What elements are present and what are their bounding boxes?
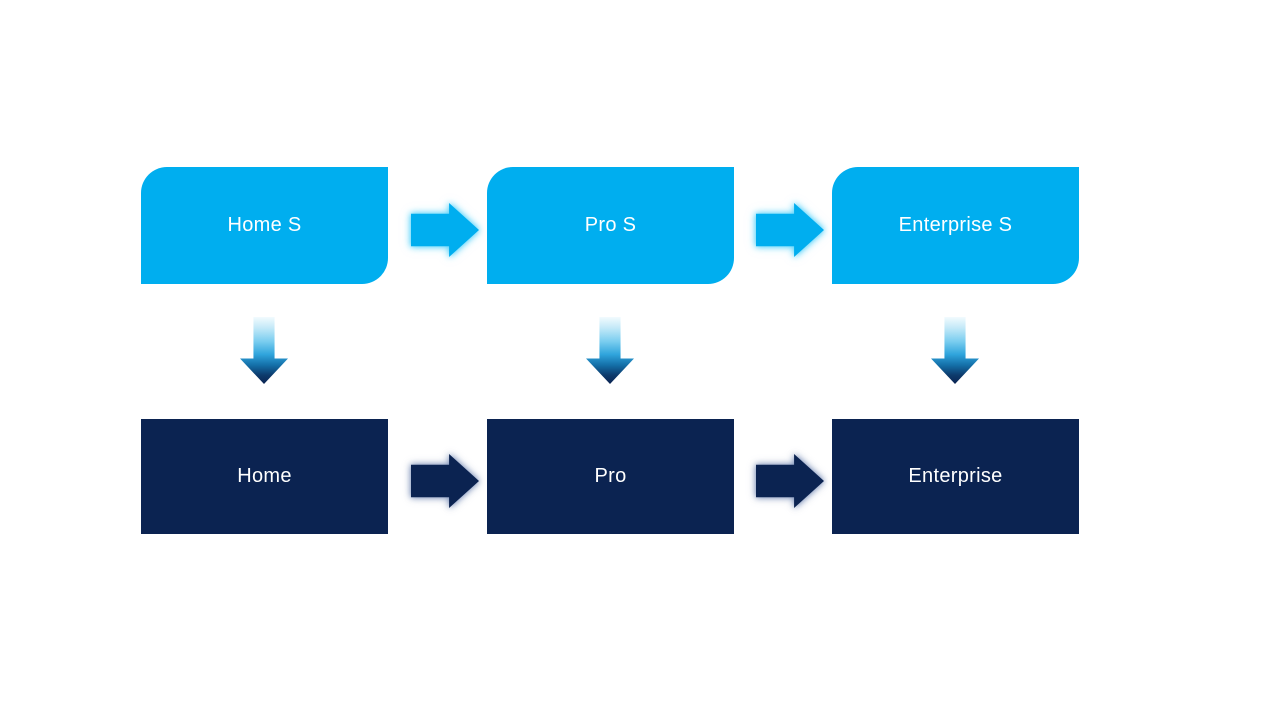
- right-arrow-icon: [411, 203, 479, 257]
- node-pro-label: Pro: [594, 465, 627, 487]
- right-arrow-icon: [756, 203, 824, 257]
- down-arrow-icon: [931, 317, 979, 384]
- right-arrow-icon: [411, 454, 479, 508]
- node-home: Home: [141, 419, 388, 534]
- node-home-label: Home: [237, 465, 292, 487]
- right-arrow-shape: [756, 454, 824, 508]
- down-arrow-shape: [240, 317, 288, 384]
- down-arrow-shape: [586, 317, 634, 384]
- right-arrow-shape: [411, 454, 479, 508]
- node-pro: Pro: [487, 419, 734, 534]
- node-home-s: Home S: [141, 167, 388, 284]
- down-arrow-shape: [931, 317, 979, 384]
- node-enterprise-s: Enterprise S: [832, 167, 1079, 284]
- node-enterprise: Enterprise: [832, 419, 1079, 534]
- node-home-s-label: Home S: [227, 214, 302, 236]
- node-pro-s-label: Pro S: [584, 214, 637, 236]
- down-arrow-icon: [240, 317, 288, 384]
- down-arrow-icon: [586, 317, 634, 384]
- node-enterprise-label: Enterprise: [908, 465, 1003, 487]
- right-arrow-shape: [756, 203, 824, 257]
- node-enterprise-s-label: Enterprise S: [898, 214, 1013, 236]
- right-arrow-icon: [756, 454, 824, 508]
- right-arrow-shape: [411, 203, 479, 257]
- node-pro-s: Pro S: [487, 167, 734, 284]
